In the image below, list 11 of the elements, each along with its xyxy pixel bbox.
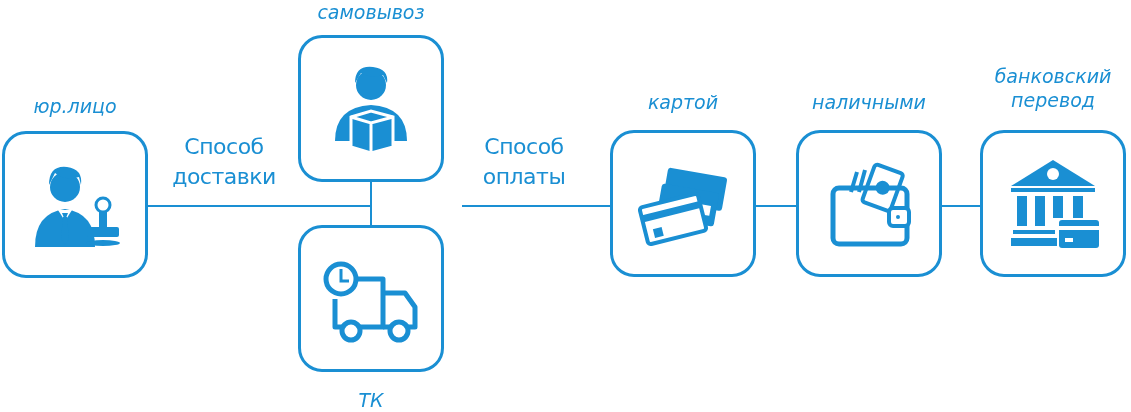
caption-text: наличными: [811, 90, 927, 114]
text-label: Способ оплаты: [462, 132, 586, 206]
connector-line: [461, 205, 611, 207]
caption-text: юр.лицо: [32, 94, 118, 118]
connector-line: [755, 205, 797, 207]
caption-text: самовывоз: [316, 0, 426, 24]
caption-text: ТК: [357, 388, 385, 412]
connector-line: [941, 205, 981, 207]
connector-line: [147, 205, 372, 226]
caption-text: картой: [646, 90, 720, 114]
caption-text: банковский перевод: [993, 64, 1113, 112]
